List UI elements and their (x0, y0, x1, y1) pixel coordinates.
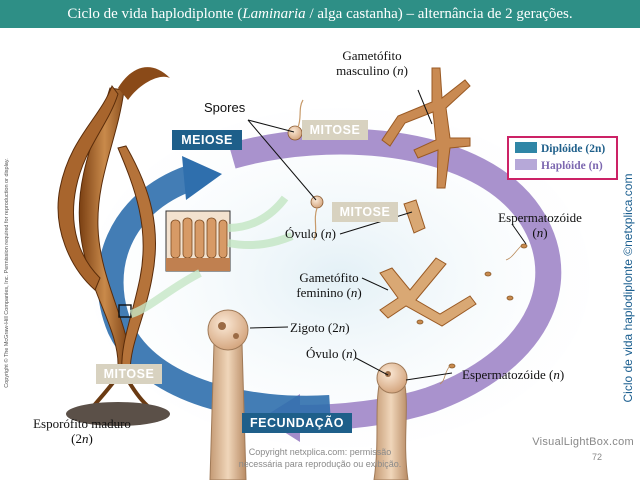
male-gametophyte (381, 67, 471, 189)
espermatozoide-bottom-label: Espermatozóide (n) (462, 367, 565, 382)
sperm-cells (416, 243, 528, 385)
stage-mitose-mid-tag: MITOSE (332, 202, 398, 222)
diagram-stage: MEIOSE MITOSE MITOSE MITOSE FECUNDAÇÃO S… (0, 28, 640, 480)
spores (287, 99, 324, 241)
zygote-structure (207, 309, 249, 480)
stage-meiose-tag: MEIOSE (172, 130, 242, 150)
ploidy-legend: Diplóide (2n) Haplóide (n) (507, 136, 618, 180)
legend-diploid: Diplóide (2n) (515, 142, 605, 156)
ovulo-top-label: Óvulo (n) (285, 226, 336, 241)
zigoto-label: Zigoto (2n) (290, 320, 350, 335)
fertilization-structure (373, 362, 409, 480)
esporofito-label: Esporófito maduro (2n) (33, 416, 131, 446)
spores-label: Spores (204, 100, 246, 115)
stage-mitose-top-tag: MITOSE (302, 120, 368, 140)
title-species: Laminaria (242, 6, 306, 22)
espermatozoide-right-label: Espermatozóide (n) (498, 210, 582, 240)
side-copyright-left: Copyright © The McGraw-Hill Companies, I… (4, 158, 10, 388)
corner-brand: VisualLightBox.com (532, 436, 634, 448)
page-number: 72 (592, 452, 603, 462)
legend-diploid-swatch (515, 142, 537, 153)
legend-haploid-swatch (515, 159, 537, 170)
female-gametophyte (379, 199, 477, 327)
leader-lines (247, 89, 527, 381)
title-bar: Ciclo de vida haplodiplonte (Laminaria /… (0, 0, 640, 28)
female-gametophyte-label: Gametófito feminino (n) (296, 270, 362, 300)
legend-haploid: Haplóide (n) (515, 159, 603, 173)
watermark: Copyright netxplica.com: permissão neces… (238, 447, 402, 469)
stage-fecundacao-tag: FECUNDAÇÃO (242, 413, 352, 433)
spore-arrow-lower (227, 232, 294, 249)
lifecycle-illustration (57, 67, 590, 480)
ovulo-bottom-label: Óvulo (n) (306, 346, 357, 361)
sporangia-detail (165, 210, 231, 272)
stage-mitose-bottom-tag: MITOSE (96, 364, 162, 384)
male-gametophyte-label: Gametófito masculino (n) (336, 48, 408, 78)
mature-sporophyte (57, 67, 170, 426)
side-credit-right: Ciclo de vida haplodiplonte ©netxplica.c… (621, 173, 635, 403)
spore-arrow-upper (227, 195, 289, 232)
zoom-connector-arrow (129, 269, 202, 318)
